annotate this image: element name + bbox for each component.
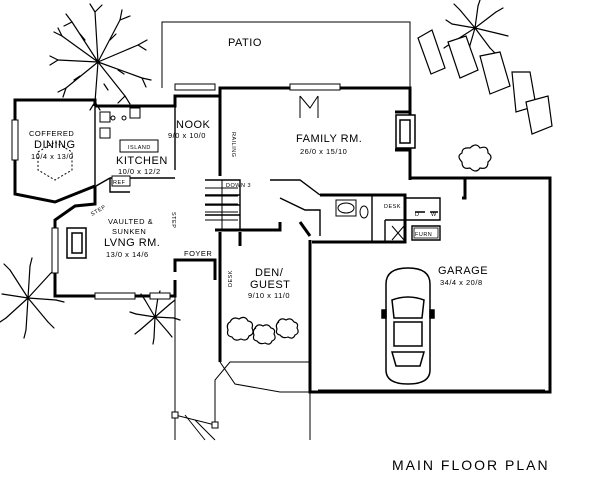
shrubs-front: [226, 316, 299, 345]
dining-table: [37, 141, 73, 181]
living-dim: 13/0 x 14/6: [106, 250, 149, 259]
garage-dim: 34/4 x 20/8: [440, 278, 483, 287]
kitchen-island: [119, 139, 159, 153]
dw-label: D: [415, 212, 419, 218]
w-label: W: [431, 212, 437, 218]
ref-label: REF: [113, 180, 126, 186]
furnace: [413, 227, 439, 239]
step-label-2: STEP: [170, 212, 176, 228]
desk-label-2: DESK: [228, 270, 234, 287]
den-label-1: DEN/: [255, 267, 284, 279]
kitchen-label: KITCHEN: [116, 155, 168, 167]
dining-label-2: DINING: [34, 139, 76, 151]
fireplace-family-icon: [395, 114, 416, 149]
patio-door: [299, 95, 319, 118]
foyer-label: FOYER: [184, 249, 212, 258]
step-label-1: STEP: [90, 204, 107, 217]
stepping-stones: [417, 29, 553, 135]
nook-label: NOOK: [176, 119, 211, 131]
garage-label: GARAGE: [438, 265, 488, 277]
fireplaces: [66, 114, 416, 259]
living-label-3: LVNG RM.: [104, 237, 160, 249]
kitchen-fixtures: [99, 107, 159, 187]
shrub-patio: [458, 144, 492, 172]
furn-label: FURN: [415, 232, 432, 238]
windows: [11, 83, 413, 300]
railing-label: RAILING: [230, 132, 236, 158]
den-dim: 9/10 x 11/0: [248, 291, 290, 300]
patio-area: [161, 21, 411, 92]
bath-fixtures: [335, 199, 405, 241]
nook-dim: 9/0 x 10/0: [168, 131, 206, 140]
stairs: [205, 180, 238, 230]
den-label-2: GUEST: [250, 279, 290, 291]
living-label-2: SUNKEN: [112, 227, 146, 236]
family-label: FAMILY RM.: [296, 133, 362, 145]
inner-walls: [94, 106, 441, 242]
car-icon: [381, 267, 435, 385]
family-dim: 26/0 x 15/10: [300, 147, 347, 156]
dining-label-1: COFFERED: [29, 129, 74, 138]
island-label: ISLAND: [128, 145, 151, 151]
fireplace-living-icon: [66, 227, 87, 259]
desk-label-1: DESK: [384, 204, 401, 210]
down-label: DOWN 3: [226, 183, 251, 189]
room-labels: PATIO NOOK 9/0 x 10/0 FAMILY RM. 26/0 x …: [29, 37, 488, 300]
front-porch: [171, 296, 311, 441]
tree-top-left: [49, 3, 152, 111]
patio-label: PATIO: [228, 37, 262, 49]
kitchen-dim: 10/0 x 12/2: [118, 167, 161, 176]
dining-dim: 10/4 x 13/0: [31, 152, 74, 161]
plan-title: MAIN FLOOR PLAN: [392, 457, 550, 473]
living-label-1: VAULTED &: [108, 217, 153, 226]
